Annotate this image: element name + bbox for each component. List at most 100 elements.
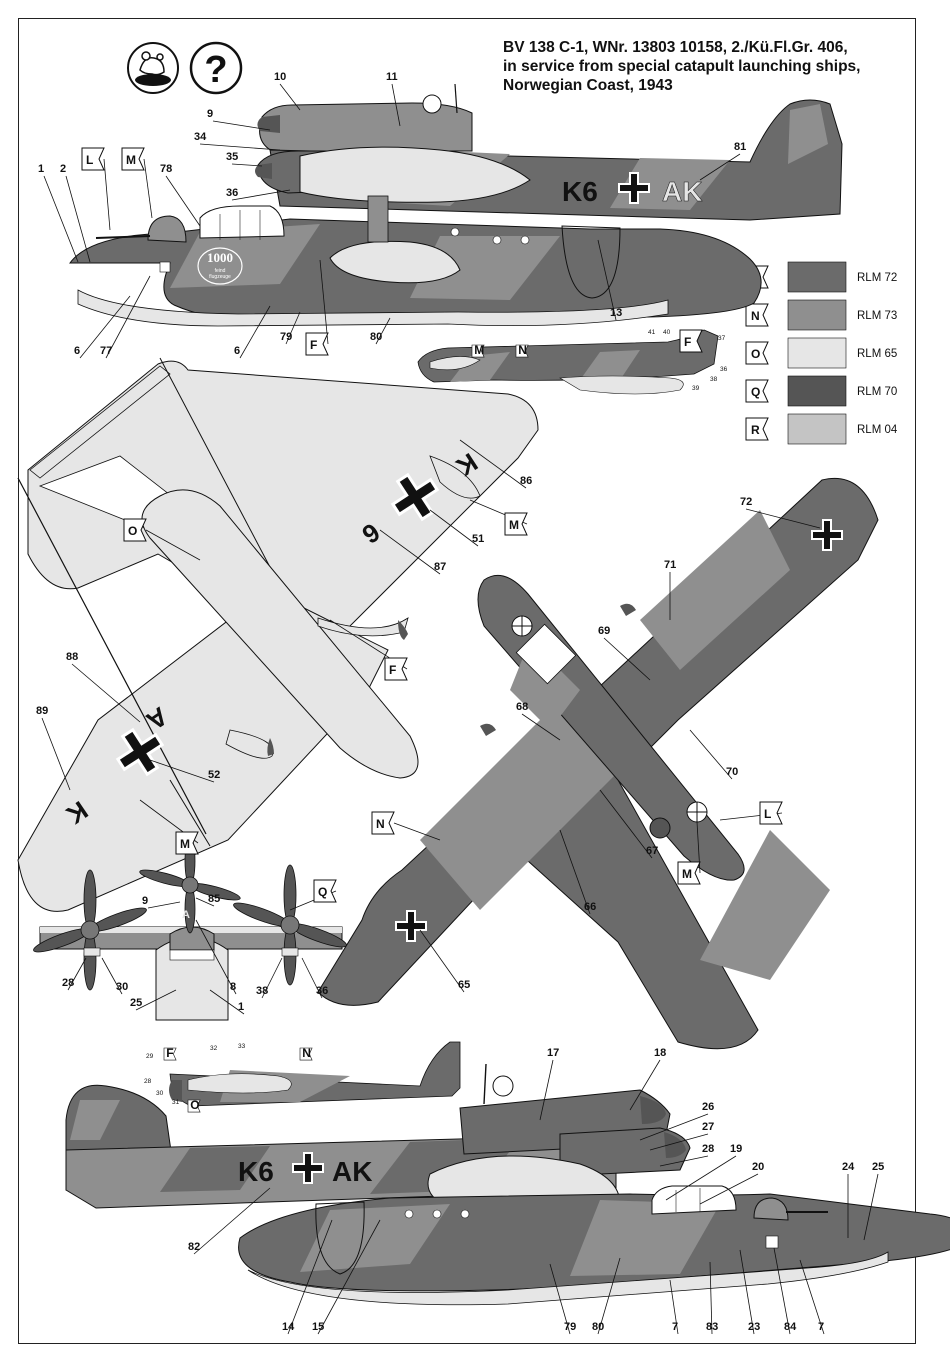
legend-label: RLM 04 xyxy=(857,424,898,436)
callout-80: 80 xyxy=(592,1257,621,1335)
title-line-1: BV 138 C-1, WNr. 13803 10158, 2./Kü.Fl.G… xyxy=(503,39,848,56)
svg-text:69: 69 xyxy=(598,625,610,637)
svg-text:19: 19 xyxy=(730,1143,742,1155)
callout-25: 25 xyxy=(863,1161,884,1241)
svg-text:flugzeuge: flugzeuge xyxy=(209,274,231,280)
callout-77: 77 xyxy=(100,275,151,359)
callout-14: 14 xyxy=(282,1219,333,1335)
callout-9: 9 xyxy=(142,895,181,909)
svg-text:25: 25 xyxy=(872,1161,884,1173)
plan-view-upper xyxy=(317,477,879,1050)
svg-text:36: 36 xyxy=(226,187,238,199)
svg-text:1000: 1000 xyxy=(207,250,233,265)
callout-34: 34 xyxy=(194,131,281,151)
svg-text:27: 27 xyxy=(702,1121,714,1133)
color-swatch xyxy=(787,413,847,445)
callout-70: 70 xyxy=(689,729,738,780)
callout-small-28: 28 xyxy=(144,1078,152,1085)
flag-f: F xyxy=(163,1046,177,1061)
svg-text:feind: feind xyxy=(215,268,226,274)
flag-l: L xyxy=(719,801,783,825)
svg-text:11: 11 xyxy=(386,71,398,83)
svg-text:38: 38 xyxy=(256,985,268,997)
callout-small-40: 40 xyxy=(663,329,671,336)
callout-68: 68 xyxy=(516,701,561,741)
callout-86: 86 xyxy=(459,439,532,489)
svg-text:28: 28 xyxy=(702,1143,714,1155)
callout-small-29: 29 xyxy=(146,1053,154,1060)
svg-text:K6: K6 xyxy=(562,176,598,207)
callout-36: 36 xyxy=(226,187,291,201)
side-view-left: 1000 feind flugzeuge K6 AK xyxy=(69,83,843,327)
svg-text:O: O xyxy=(128,524,137,538)
svg-text:F: F xyxy=(684,335,691,349)
svg-text:6: 6 xyxy=(74,345,80,357)
flag-n: N xyxy=(299,1046,313,1061)
callout-66: 66 xyxy=(559,829,596,915)
svg-text:K6: K6 xyxy=(238,1156,274,1187)
callout-20: 20 xyxy=(699,1161,764,1205)
callout-24: 24 xyxy=(842,1161,855,1238)
callout-7: 7 xyxy=(669,1279,679,1335)
callout-small-41: 41 xyxy=(648,329,656,336)
svg-text:Q: Q xyxy=(318,885,327,899)
svg-text:17: 17 xyxy=(547,1047,559,1059)
legend-label: RLM 65 xyxy=(857,348,897,360)
svg-text:51: 51 xyxy=(472,533,484,545)
callout-67: 67 xyxy=(599,789,658,859)
callout-35: 35 xyxy=(226,151,263,167)
svg-text:77: 77 xyxy=(100,345,112,357)
svg-text:67: 67 xyxy=(646,845,658,857)
svg-text:L: L xyxy=(86,153,93,167)
flag-m: M xyxy=(677,821,701,885)
flag-n: N xyxy=(371,811,441,841)
callout-27: 27 xyxy=(649,1121,714,1151)
callout-83: 83 xyxy=(706,1261,718,1335)
color-swatch xyxy=(787,299,847,331)
svg-text:1: 1 xyxy=(238,1001,244,1013)
front-view: A xyxy=(33,836,347,1021)
flag-o: O xyxy=(123,518,201,561)
svg-text:AK: AK xyxy=(662,176,702,207)
callout-81: 81 xyxy=(699,141,746,181)
callout-26: 26 xyxy=(639,1101,714,1141)
color-swatch xyxy=(787,261,847,293)
svg-text:66: 66 xyxy=(584,901,596,913)
title-line-2: in service from special catapult launchi… xyxy=(503,58,861,75)
callout-87: 87 xyxy=(379,529,446,575)
svg-text:80: 80 xyxy=(592,1321,604,1333)
callout-85: 85 xyxy=(195,893,220,907)
side-view-right: K6 AK xyxy=(65,1063,950,1306)
svg-text:9: 9 xyxy=(142,895,148,907)
svg-text:15: 15 xyxy=(312,1321,324,1333)
callout-65: 65 xyxy=(419,929,470,993)
callout-38: 38 xyxy=(256,957,283,999)
flag-m: M xyxy=(471,343,485,358)
callout-28: 28 xyxy=(62,957,87,991)
callout-1: 1 xyxy=(209,989,245,1015)
svg-text:88: 88 xyxy=(66,651,78,663)
svg-text:M: M xyxy=(474,343,484,357)
callout-80: 80 xyxy=(370,317,391,345)
callout-69: 69 xyxy=(598,625,651,681)
callout-6: 6 xyxy=(234,305,271,359)
svg-text:M: M xyxy=(682,867,692,881)
small-side-view-bottom xyxy=(169,1041,461,1107)
svg-text:N: N xyxy=(376,817,385,831)
unit-emblem-icon xyxy=(127,42,179,94)
callout-79: 79 xyxy=(280,311,301,345)
callout-78: 78 xyxy=(160,163,201,227)
nose-art-emblem: 1000 feind flugzeuge xyxy=(197,247,243,285)
svg-text:?: ? xyxy=(204,49,227,91)
svg-text:36: 36 xyxy=(316,985,328,997)
callout-15: 15 xyxy=(312,1219,381,1335)
svg-text:79: 79 xyxy=(280,331,292,343)
callout-2: 2 xyxy=(60,163,91,263)
svg-text:52: 52 xyxy=(208,769,220,781)
